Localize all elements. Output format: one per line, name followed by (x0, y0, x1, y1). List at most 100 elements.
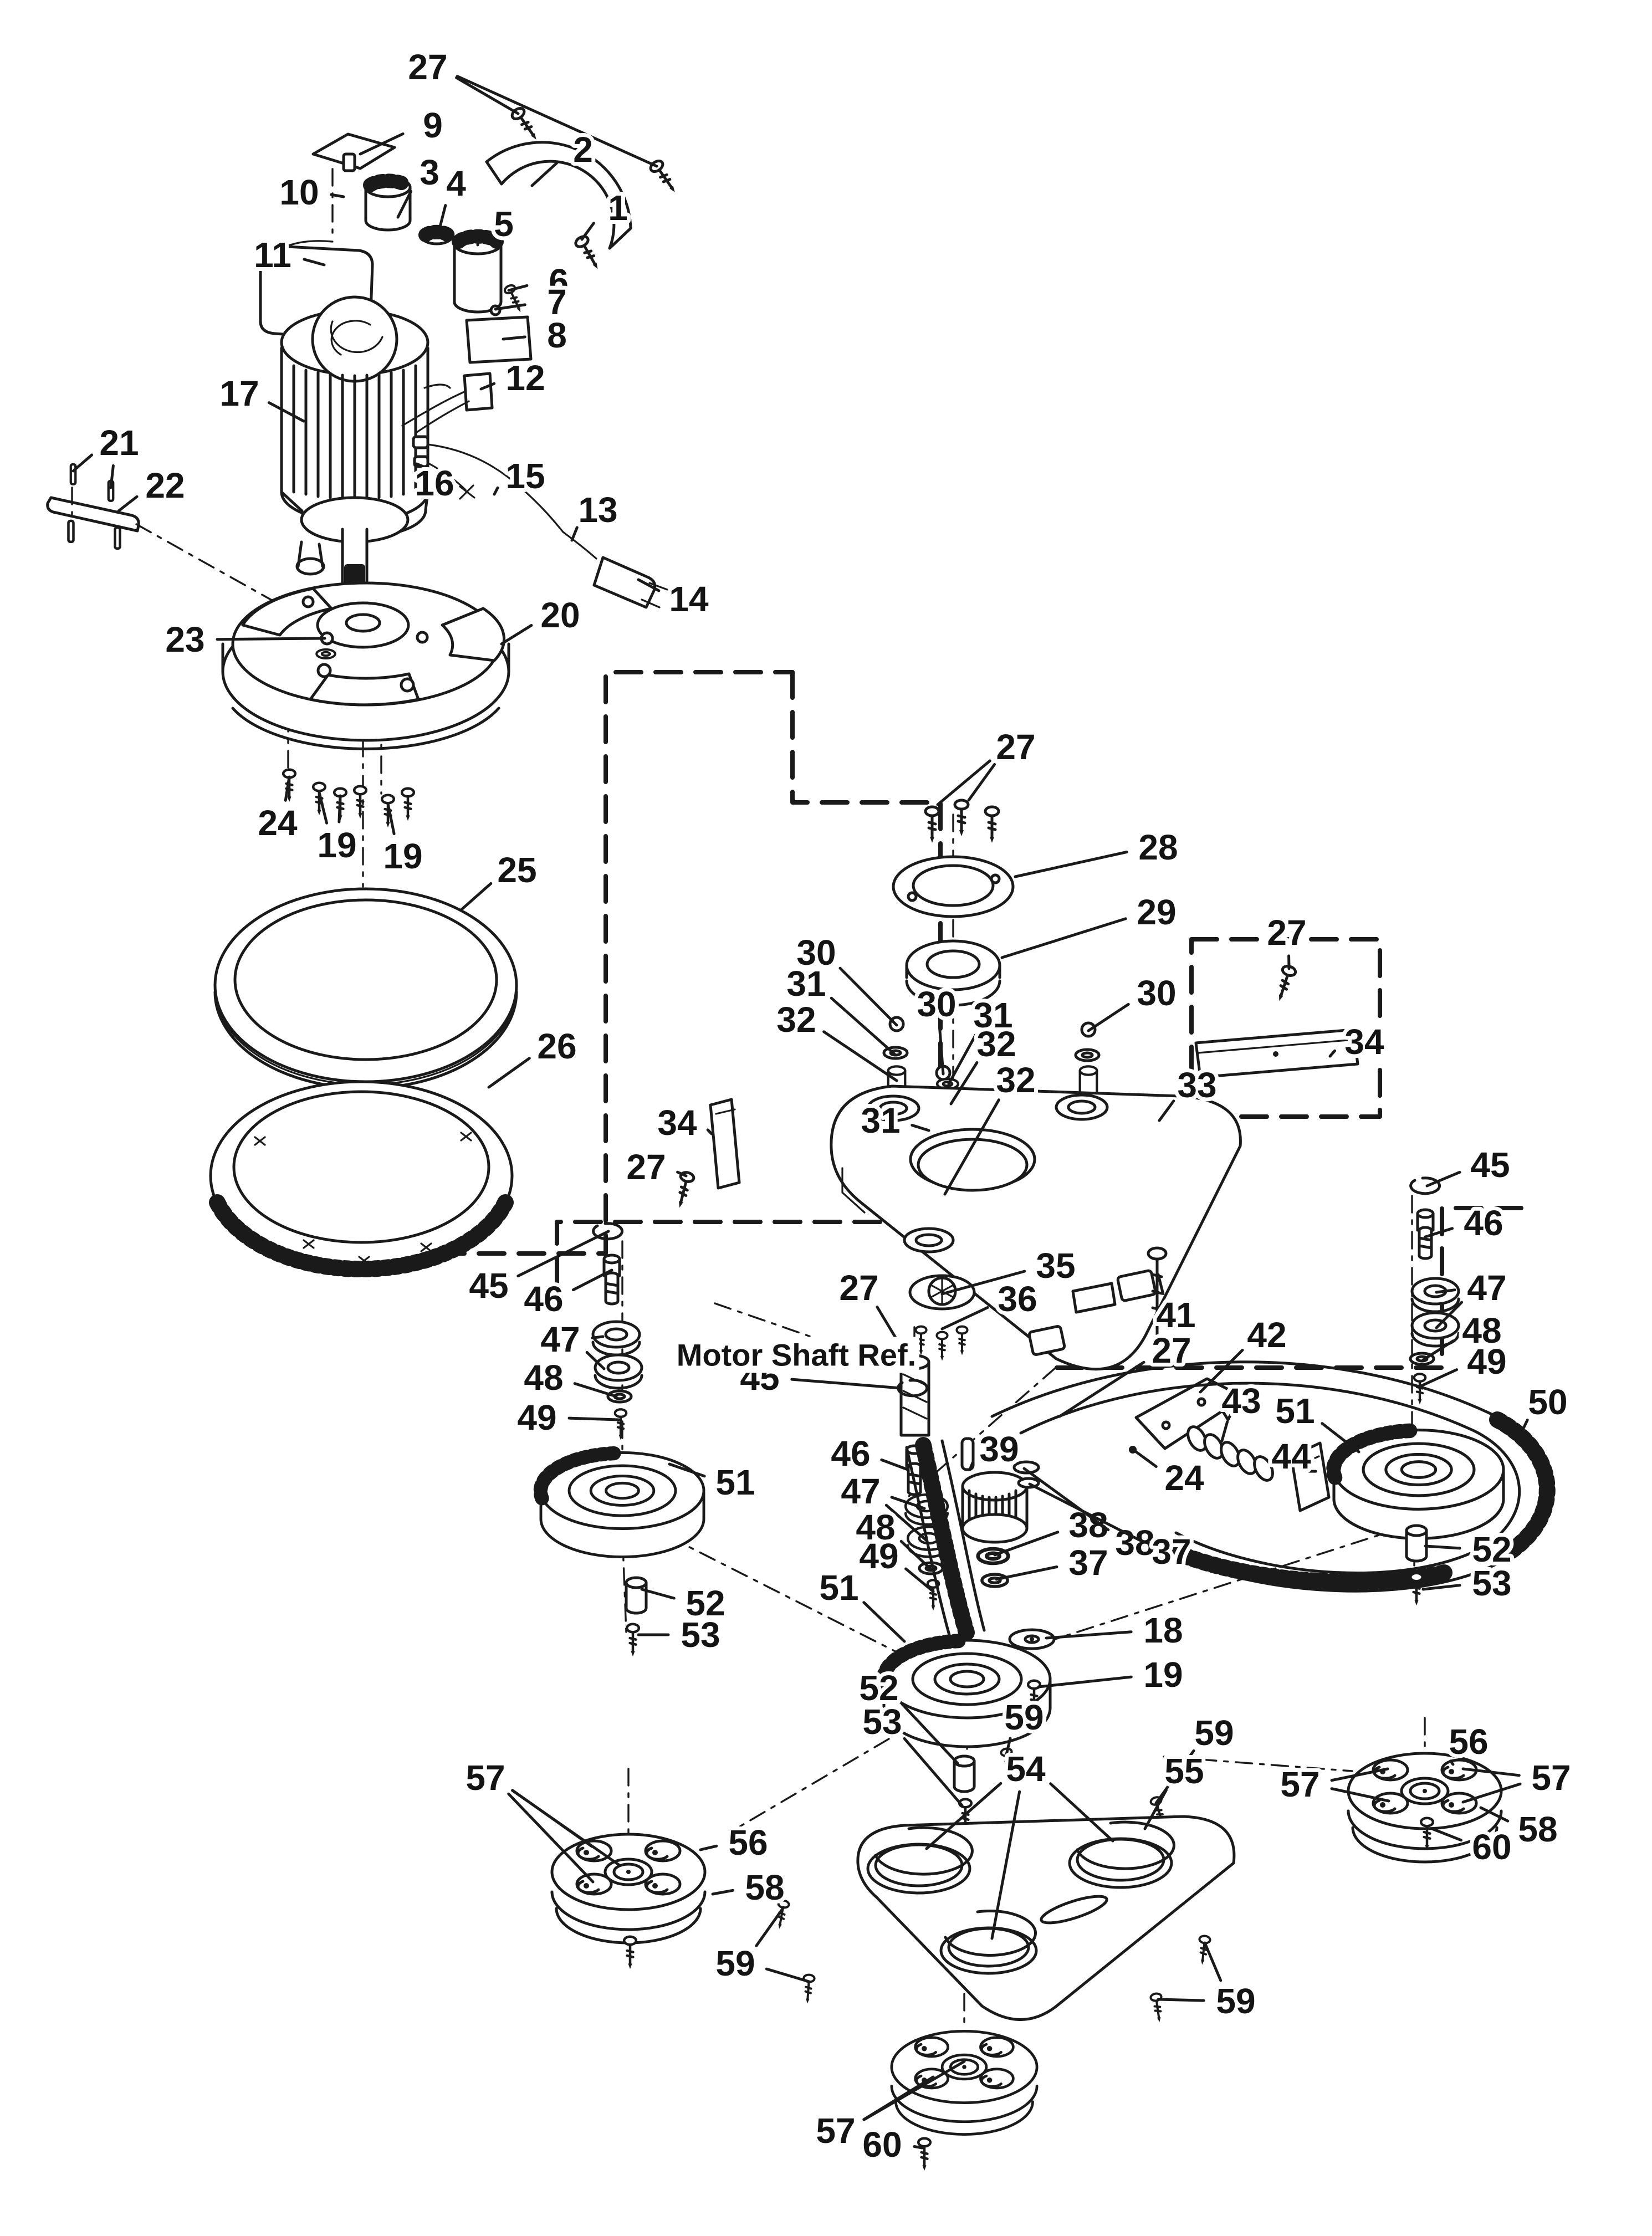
callout-22: 22 (117, 462, 189, 513)
leader-line (1430, 1827, 1462, 1842)
leader-line (1328, 1049, 1336, 1058)
callout-36: 36 (940, 1275, 1041, 1331)
leader-line (585, 1350, 606, 1370)
part-number-label: 56 (728, 1823, 768, 1863)
callout-32: 32 (773, 996, 898, 1082)
leader-line (1418, 1368, 1459, 1388)
callout-49: 49 (513, 1394, 620, 1441)
leader-line (755, 1906, 785, 1947)
callout-28: 28 (1014, 823, 1182, 878)
callout-27: 27 (1263, 909, 1311, 970)
callout-3: 3 (396, 149, 443, 219)
leader-line (1028, 1482, 1144, 1543)
brake-plate-left (673, 1098, 741, 1209)
part-number-label: 47 (841, 1471, 880, 1511)
part-number-label: 51 (715, 1462, 755, 1502)
brush-ring (209, 1080, 514, 1278)
callout-46: 46 (1424, 1199, 1507, 1247)
retainer-ring-28 (892, 800, 1015, 918)
leader-line (1199, 1348, 1244, 1394)
callout-34: 34 (1328, 1018, 1388, 1066)
leader-line (822, 1030, 898, 1082)
callout-42: 42 (1199, 1311, 1291, 1394)
leader-line (947, 1033, 978, 1086)
leader-line (507, 284, 529, 292)
power-cord (412, 435, 668, 609)
leader-line (455, 76, 520, 115)
part-number-label: 29 (1137, 892, 1176, 932)
leader-line (699, 1844, 718, 1851)
part-number-label: 37 (1152, 1532, 1191, 1572)
leader-line (1330, 1767, 1389, 1782)
leader-line (1157, 1273, 1165, 1295)
callout-37: 37 (995, 1539, 1112, 1587)
part-number-label: 46 (831, 1434, 870, 1473)
leader-line (1449, 1759, 1455, 1766)
part-number-label: 58 (1518, 1809, 1557, 1849)
leader-line (899, 1539, 933, 1571)
leader-line (284, 775, 291, 802)
leader-line (1435, 1288, 1456, 1294)
callout-24: 24 (254, 775, 301, 847)
leader-line (1518, 1418, 1529, 1438)
bracket-42 (1134, 1377, 1242, 1450)
leader-line (904, 1567, 935, 1593)
leader-line (476, 237, 480, 247)
spindle-stack-left (593, 1224, 642, 1440)
leader-line (1005, 1737, 1012, 1756)
leader-line (1157, 1998, 1205, 2002)
leader-line (493, 486, 499, 496)
part-number-label: 4 (446, 163, 466, 203)
leader-line (676, 1170, 688, 1178)
guard-2 (485, 141, 632, 250)
motor-shaft-ref-note: Motor Shaft Ref. (673, 1337, 920, 1373)
leader-line (109, 464, 115, 489)
callout-58: 58 (1479, 1805, 1562, 1853)
callout-30: 30 (1087, 969, 1180, 1032)
part-number-label: 2 (573, 130, 593, 170)
part-number-label: 31 (861, 1101, 900, 1140)
callout-49: 49 (855, 1532, 935, 1593)
part-number-label: 43 (1221, 1381, 1261, 1421)
part-number-label: 34 (1344, 1022, 1384, 1062)
leader-line (1321, 1422, 1361, 1454)
part-number-label: 54 (1006, 1749, 1046, 1789)
part-number-label: 55 (1164, 1751, 1204, 1791)
part-number-label: 53 (1472, 1563, 1511, 1603)
part-number-label: 19 (383, 836, 422, 876)
part-number-label: 57 (1531, 1758, 1571, 1798)
part-number-label: 12 (505, 358, 545, 398)
part-number-label: 47 (540, 1319, 580, 1359)
leader-line (591, 1335, 605, 1339)
leader-line (911, 1124, 930, 1132)
callout-32: 32 (943, 1056, 1040, 1196)
leader-line (500, 624, 533, 646)
fan-grill (311, 295, 398, 383)
leader-line (359, 132, 405, 156)
part-number-label: 32 (996, 1060, 1035, 1100)
part-number-label: 35 (1036, 1246, 1075, 1286)
part-number-label: 57 (466, 1758, 505, 1798)
leader-line (967, 763, 996, 802)
callout-26: 26 (487, 1022, 581, 1089)
callout-57: 57 (462, 1754, 621, 1884)
callout-57: 57 (1276, 1761, 1390, 1808)
leader-line (1203, 1941, 1223, 1982)
leader-line (765, 1967, 811, 1983)
handle-pins (46, 464, 311, 623)
leader-line (936, 759, 991, 806)
leader-line (1479, 1806, 1510, 1823)
screw-1 (574, 234, 603, 272)
leader-line (396, 190, 413, 219)
callout-52: 52 (855, 1664, 959, 1765)
part-number-label: 9 (423, 105, 443, 145)
clip-44 (1290, 1441, 1331, 1512)
callout-49: 49 (1418, 1338, 1511, 1388)
part-number-label: 13 (578, 490, 617, 530)
shaft-hub (898, 1274, 976, 1495)
callout-31: 31 (857, 1097, 930, 1144)
leader-line (949, 1061, 979, 1106)
callout-50: 50 (1518, 1378, 1572, 1438)
